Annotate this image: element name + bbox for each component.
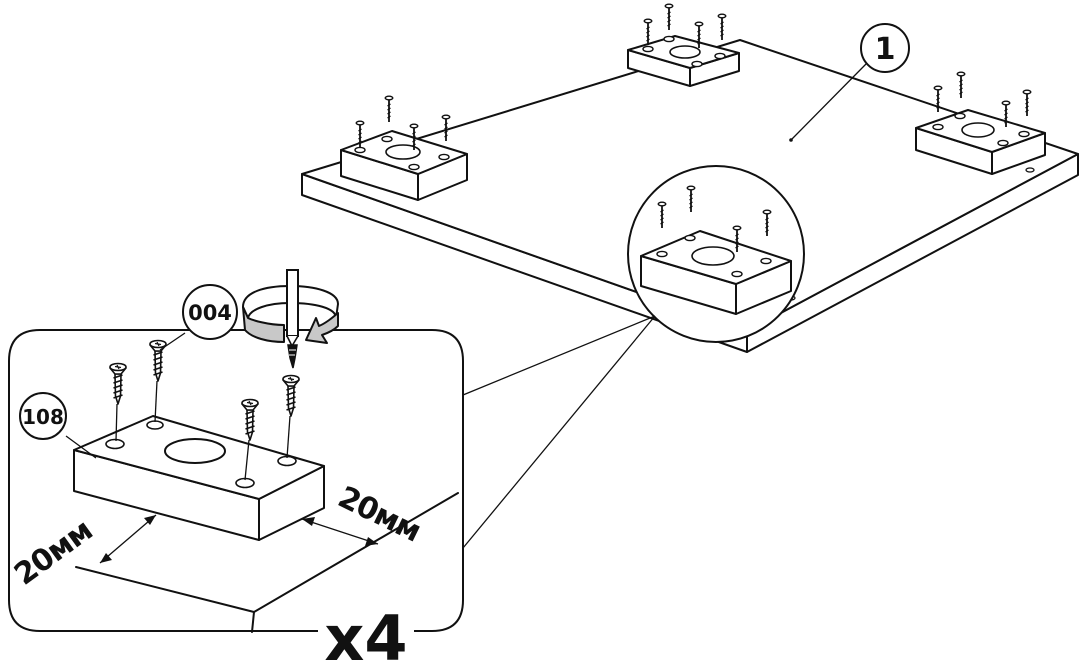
screw-icon [282, 374, 300, 417]
foot-block-detail [73, 415, 325, 541]
foot-block-top [627, 3, 740, 87]
part-label-1: 1 [790, 23, 910, 141]
foot-block-left [340, 95, 468, 201]
part-label-108: 108 [19, 392, 97, 459]
board-edge-left [75, 566, 255, 613]
part-label-004: 004 [159, 284, 238, 351]
callout-line-lower [462, 315, 656, 549]
dimension-label-left: 20ᴍᴍ [8, 513, 99, 592]
callout-line-upper [462, 315, 656, 396]
part-number-board: 1 [875, 32, 896, 67]
screw-icon [109, 362, 127, 405]
dimension-left: 20ᴍᴍ [8, 513, 157, 592]
detail-inset: 20ᴍᴍ 20ᴍᴍ 108 x4 [8, 329, 464, 662]
screwdriver-icon [286, 269, 299, 369]
foot-block-right [915, 71, 1046, 175]
part-number-screw: 004 [188, 301, 232, 325]
board-edge-right [253, 492, 459, 613]
magnifier-circle [627, 165, 805, 343]
part-number-block: 108 [22, 405, 64, 429]
screw-icon [149, 339, 167, 382]
quantity-label: x4 [324, 602, 407, 662]
screw-icon [241, 398, 259, 441]
